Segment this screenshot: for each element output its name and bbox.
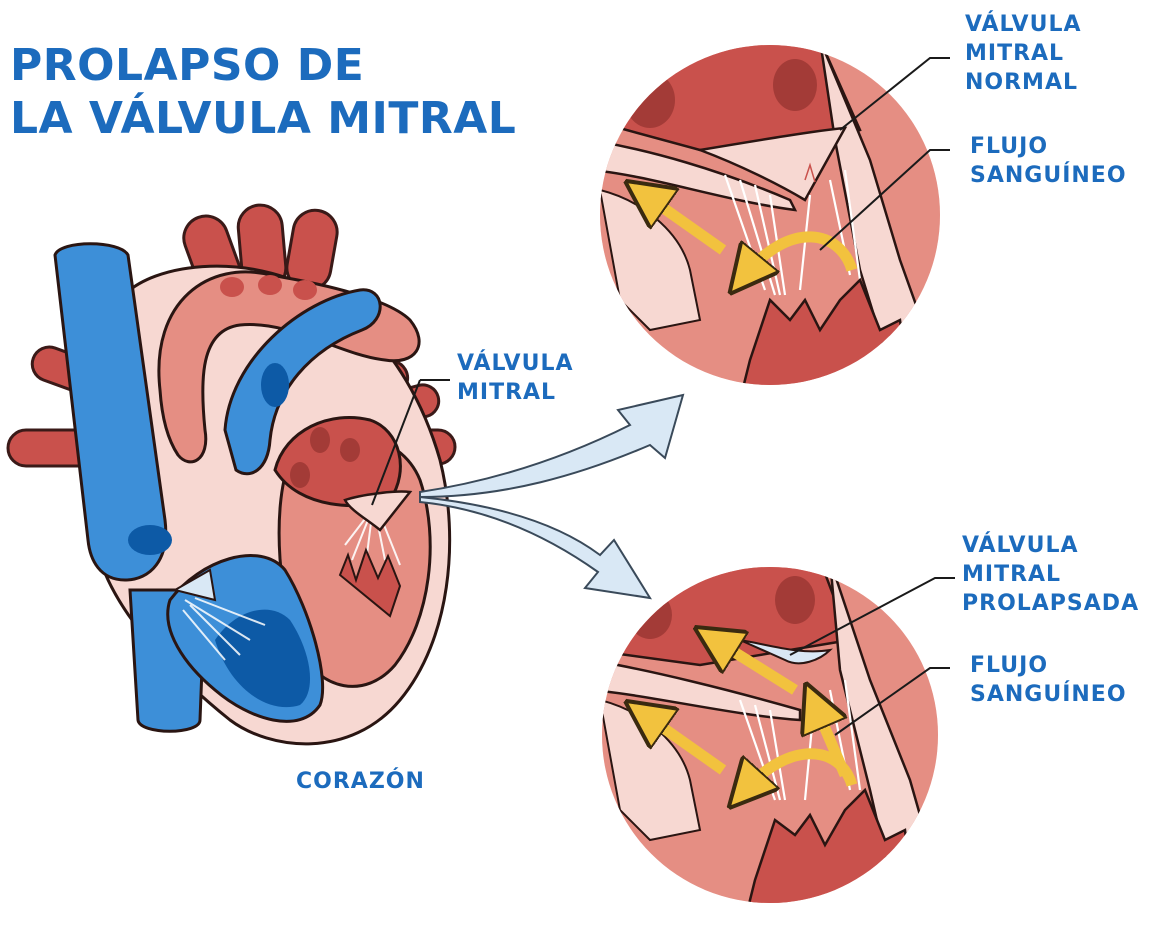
heart-valve-label: VÁLVULA MITRAL	[457, 349, 573, 407]
prolapse-valve-label-line1: VÁLVULA	[962, 533, 1079, 558]
prolapse-flow-label-line1: FLUJO	[970, 653, 1049, 678]
prolapse-valve-label-line2: MITRAL	[962, 562, 1062, 587]
prolapse-valve-label: VÁLVULA MITRAL PROLAPSADA	[962, 531, 1139, 618]
prolapsed-valve-view	[602, 567, 938, 903]
heart-valve-label-line1: VÁLVULA	[457, 351, 574, 376]
title-line-1: PROLAPSO DE	[10, 40, 365, 91]
normal-valve-label-line3: NORMAL	[965, 70, 1078, 95]
pulmonary-artery	[223, 288, 382, 476]
pointer-arrows	[419, 393, 685, 600]
prolapse-valve-label-line3: PROLAPSADA	[962, 591, 1140, 616]
heart	[6, 203, 457, 746]
normal-valve-label-line2: MITRAL	[965, 41, 1065, 66]
vena-cava	[53, 242, 168, 582]
heart-label: CORAZÓN	[296, 769, 425, 794]
normal-valve-view	[600, 45, 940, 385]
normal-flow-label-line1: FLUJO	[970, 134, 1049, 159]
normal-flow-label-line2: SANGUÍNEO	[970, 163, 1127, 188]
heart-valve-label-line2: MITRAL	[457, 380, 557, 405]
title-line-2: LA VÁLVULA MITRAL	[10, 93, 517, 144]
normal-flow-label: FLUJO SANGUÍNEO	[970, 132, 1127, 190]
prolapse-flow-label: FLUJO SANGUÍNEO	[970, 651, 1127, 709]
normal-valve-label-line1: VÁLVULA	[965, 12, 1082, 37]
heart-mitral-valve	[343, 490, 413, 532]
arrow-to-normal	[419, 393, 685, 499]
normal-valve-label: VÁLVULA MITRAL NORMAL	[965, 10, 1081, 97]
prolapse-flow-label-line2: SANGUÍNEO	[970, 682, 1127, 707]
arrow-to-prolapse	[419, 495, 652, 600]
